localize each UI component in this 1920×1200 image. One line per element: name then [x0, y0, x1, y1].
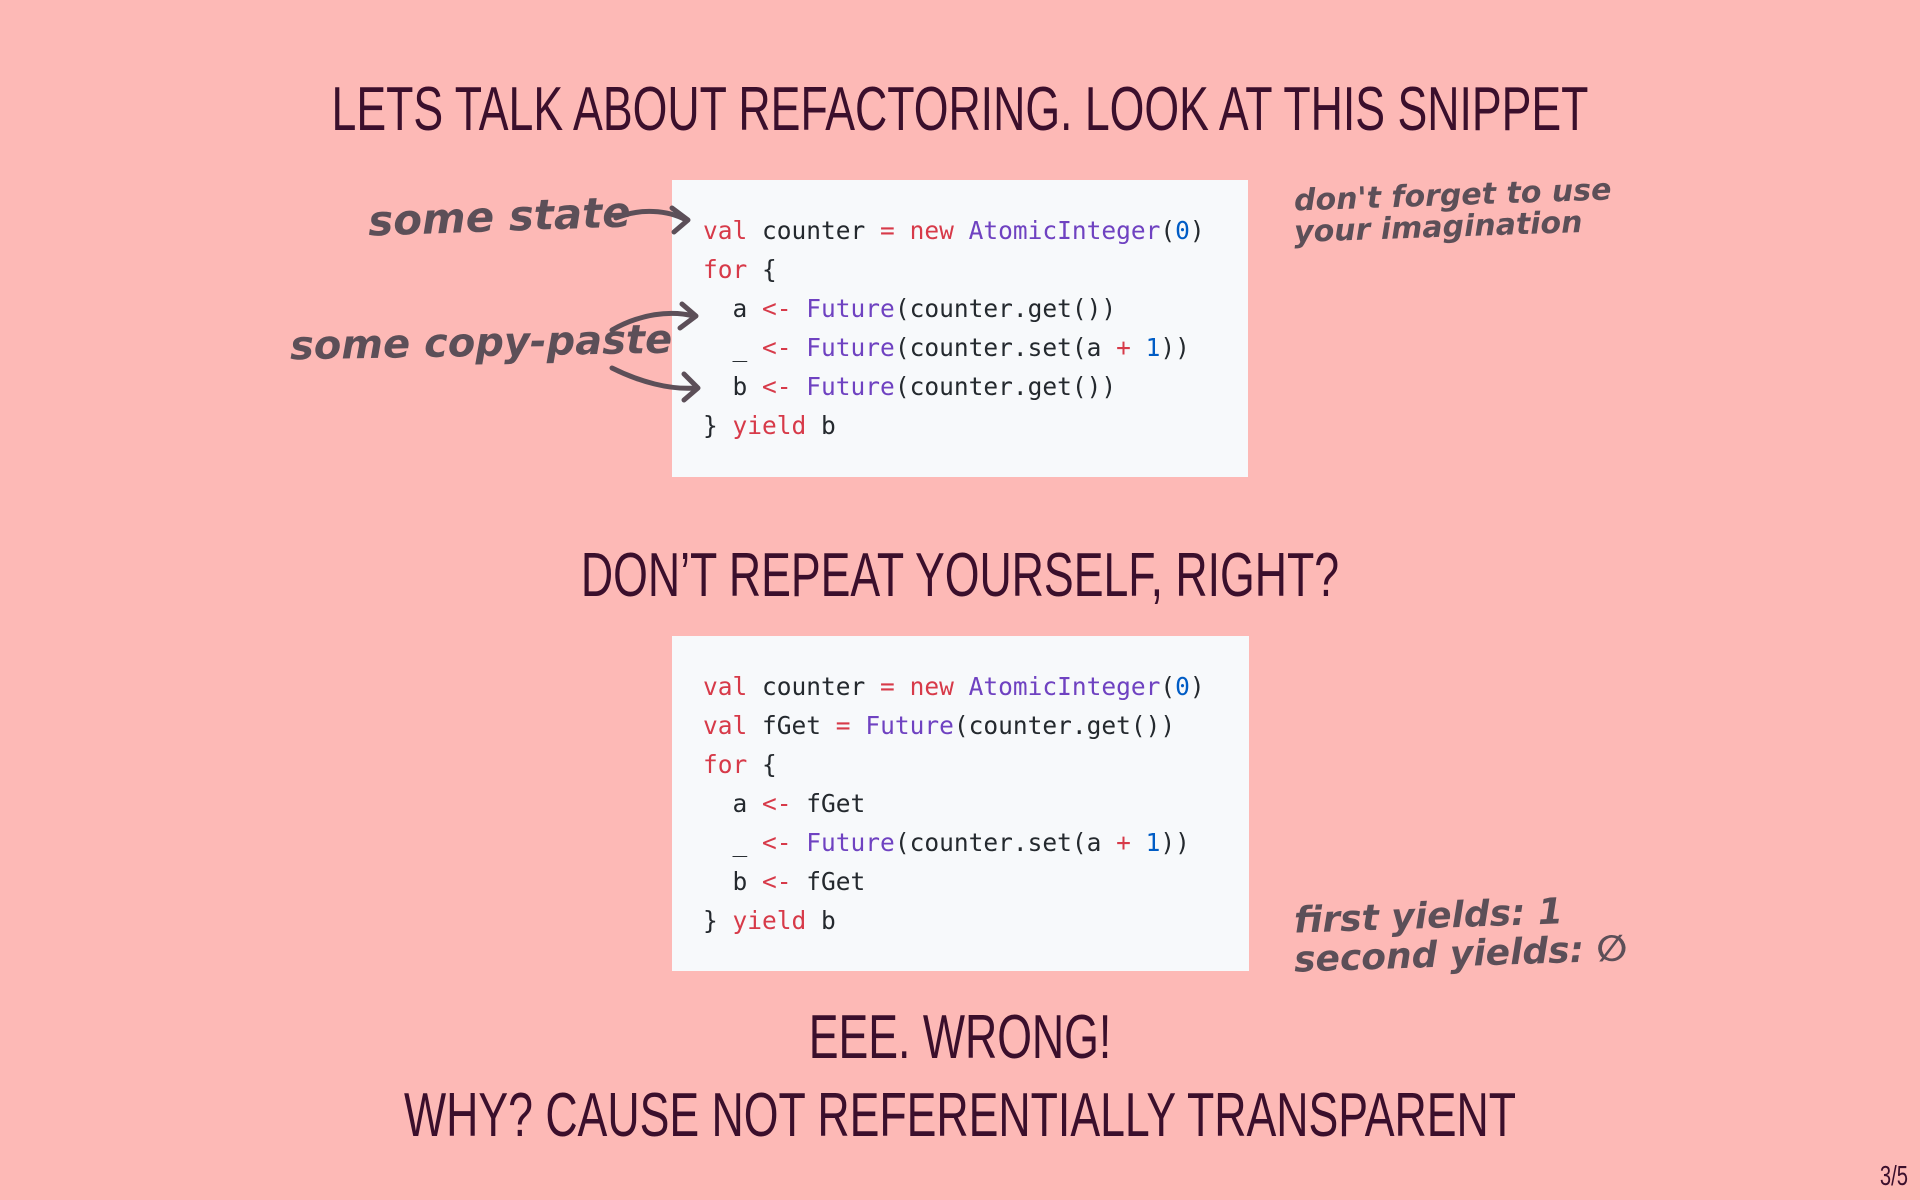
code-line: for {	[703, 255, 777, 284]
code-snippet-refactored: val counter = new AtomicInteger(0) val f…	[672, 636, 1249, 971]
slide-subtitle: DON’T REPEAT YOURSELF, RIGHT?	[580, 541, 1340, 610]
conclusion-line-1: EEE. WRONG!	[808, 1003, 1112, 1072]
code-line: val counter = new AtomicInteger(0)	[703, 216, 1205, 245]
code-line: } yield b	[703, 906, 836, 935]
code-line: val counter = new AtomicInteger(0)	[703, 672, 1205, 701]
page-number: 3/5	[1879, 1160, 1908, 1191]
code-line: b <- fGet	[703, 867, 866, 896]
code-line: b <- Future(counter.get())	[703, 372, 1117, 401]
code-snippet-original: val counter = new AtomicInteger(0) for {…	[672, 180, 1248, 477]
code-line: val fGet = Future(counter.get())	[703, 711, 1176, 740]
code-line: a <- Future(counter.get())	[703, 294, 1117, 323]
code-block-refactored: val counter = new AtomicInteger(0) val f…	[703, 667, 1205, 940]
slide-title: LETS TALK ABOUT REFACTORING. LOOK AT THI…	[331, 75, 1589, 144]
code-line: for {	[703, 750, 777, 779]
conclusion-line-2: WHY? CAUSE NOT REFERENTIALLY TRANSPARENT	[403, 1081, 1517, 1150]
code-line: a <- fGet	[703, 789, 866, 818]
note-some-state: some state	[367, 187, 632, 246]
code-line: _ <- Future(counter.set(a + 1))	[703, 333, 1190, 362]
code-line: _ <- Future(counter.set(a + 1))	[703, 828, 1190, 857]
note-some-copy-paste: some copy-paste	[289, 316, 673, 370]
code-line: } yield b	[703, 411, 836, 440]
code-block-original: val counter = new AtomicInteger(0) for {…	[703, 211, 1205, 445]
